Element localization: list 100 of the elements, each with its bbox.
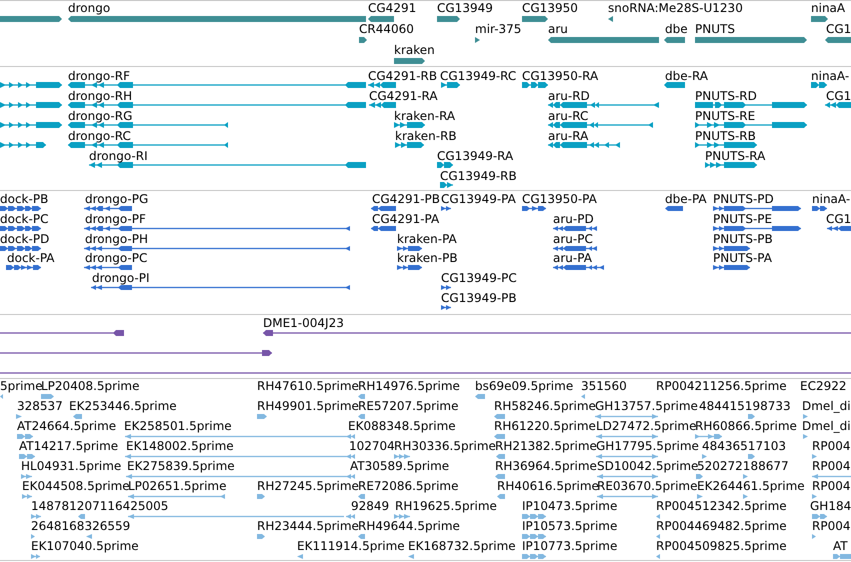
- clone-name: DME1-004J23: [263, 316, 344, 330]
- est-name: RH49901.5prime: [257, 399, 359, 413]
- transcript-name: PNUTS-RA: [705, 149, 766, 163]
- est-name: AT24664.5prime: [17, 419, 116, 433]
- est-name: AT: [833, 539, 848, 553]
- est-name: EK148002.5prime: [126, 439, 234, 453]
- transcript-name: CG13949-RC: [440, 69, 516, 83]
- protein-name: drongo-PF: [85, 212, 146, 226]
- est-name: 92849: [351, 499, 390, 513]
- est-name: RP004: [812, 439, 850, 453]
- protein-name: CG4291-PA: [372, 212, 440, 226]
- est-name: GH184: [810, 499, 851, 513]
- gene-name: CG1: [826, 22, 851, 36]
- protein-name: CG13949-PA: [441, 192, 516, 206]
- est-name: RH49644.5prime: [358, 519, 460, 533]
- est-name: Dmel_di: [802, 399, 851, 413]
- est-name: RH23444.5prime: [257, 519, 359, 533]
- gene-name: mir-375: [475, 22, 522, 36]
- est-name: LD27472.5prime: [596, 419, 697, 433]
- est-name: RH58246.5prime: [494, 399, 596, 413]
- est-name: AT14217.5prime: [19, 439, 118, 453]
- transcript-name: kraken-RB: [395, 129, 457, 143]
- est-name: RH21382.5prime: [495, 439, 597, 453]
- transcript-name: PNUTS-RE: [695, 109, 756, 123]
- est-name: RP004: [812, 459, 850, 473]
- gene-name: CG13949: [437, 1, 493, 15]
- est-name: RP004469482.5prime: [656, 519, 787, 533]
- est-name: LP02651.5prime: [128, 479, 227, 493]
- est-name: EK088348.5prime: [348, 419, 456, 433]
- protein-name: PNUTS-PA: [713, 251, 772, 265]
- transcript-name: CG4291-RB: [368, 69, 438, 83]
- est-name: 328537: [17, 399, 63, 413]
- est-name: RP004512342.5prime: [656, 499, 787, 513]
- est-name: RP004: [812, 479, 850, 493]
- est-name: RH61220.5prime: [494, 419, 596, 433]
- transcript-name: CG13949-RA: [437, 149, 514, 163]
- est-name: 48436517103: [702, 439, 786, 453]
- transcript-name: CG13949-RB: [440, 169, 517, 183]
- est-name: RH27245.5prime: [257, 479, 359, 493]
- est-name: EK258501.5prime: [124, 419, 232, 433]
- est-name: RH30336.5prime: [394, 439, 496, 453]
- protein-name: dock-PD: [0, 232, 50, 246]
- est-name: 520272188677: [697, 459, 789, 473]
- est-name: RH40616.5prime: [497, 479, 599, 493]
- gene-name: snoRNA:Me28S-U1230: [608, 1, 743, 15]
- est-name: LP20408.5prime: [41, 379, 140, 393]
- est-name: 5prime: [0, 379, 43, 393]
- est-name: IP10773.5prime: [522, 539, 618, 553]
- est-name: bs69e09.5prime: [475, 379, 574, 393]
- transcript-name: PNUTS-RB: [695, 129, 756, 143]
- protein-name: kraken-PB: [397, 251, 458, 265]
- protein-name: drongo-PC: [85, 251, 148, 265]
- protein-name: aru-PC: [553, 232, 593, 246]
- transcript-name: kraken-RA: [394, 109, 456, 123]
- transcript-name: CG13950-RA: [522, 69, 598, 83]
- gene-name: CG4291: [368, 1, 416, 15]
- transcript-name: aru-RC: [548, 109, 588, 123]
- gene-name: PNUTS: [695, 22, 735, 36]
- protein-name: dock-PB: [0, 192, 48, 206]
- gene-name: aru: [548, 22, 568, 36]
- est-name: RP004211256.5prime: [656, 379, 787, 393]
- est-name: EC2922: [800, 379, 846, 393]
- protein-name: dock-PC: [0, 212, 48, 226]
- protein-name: drongo-PH: [85, 232, 148, 246]
- est-name: EK107040.5prime: [31, 539, 139, 553]
- protein-name: aru-PD: [553, 212, 594, 226]
- transcript-name: drongo-RH: [68, 89, 132, 103]
- protein-name: PNUTS-PD: [713, 192, 774, 206]
- est-name: EK275839.5prime: [127, 459, 235, 473]
- protein-name: ninaA-: [812, 192, 850, 206]
- transcript-name: CG1: [826, 89, 851, 103]
- est-name: GH13757.5prime: [595, 399, 698, 413]
- protein-name: CG4291-PB: [372, 192, 440, 206]
- transcript-name: ninaA-: [811, 69, 850, 83]
- transcript-name: aru-RA: [548, 129, 588, 143]
- est-name: RE72086.5prime: [358, 479, 458, 493]
- est-name: EK168732.5prime: [408, 539, 516, 553]
- transcript-name: PNUTS-RD: [695, 89, 757, 103]
- est-name: 102704: [349, 439, 395, 453]
- gene-name: kraken: [394, 43, 435, 57]
- transcript-name: drongo-RG: [68, 109, 132, 123]
- est-name: 148781207116425005: [31, 499, 168, 513]
- est-name: AT30589.5prime: [350, 459, 450, 473]
- est-name: RE03670.5prime: [597, 479, 698, 493]
- protein-name: kraken-PA: [397, 232, 457, 246]
- est-name: IP10473.5prime: [522, 499, 618, 513]
- protein-name: CG13950-PA: [522, 192, 597, 206]
- transcript-name: dbe-RA: [665, 69, 708, 83]
- est-name: Dmel_di: [802, 419, 851, 433]
- protein-name: dbe-PA: [665, 192, 707, 206]
- transcript-name: CG4291-RA: [369, 89, 438, 103]
- gene-name: ninaA: [811, 1, 846, 15]
- protein-name: drongo-PG: [85, 192, 148, 206]
- transcript-name: drongo-RF: [68, 69, 130, 83]
- protein-name: CG1: [826, 212, 851, 226]
- gene-name: drongo: [68, 1, 110, 15]
- est-name: RH47610.5prime: [257, 379, 359, 393]
- protein-name: drongo-PI: [92, 271, 150, 285]
- est-name: 2648168326559: [31, 519, 130, 533]
- est-name: 484415198733: [699, 399, 791, 413]
